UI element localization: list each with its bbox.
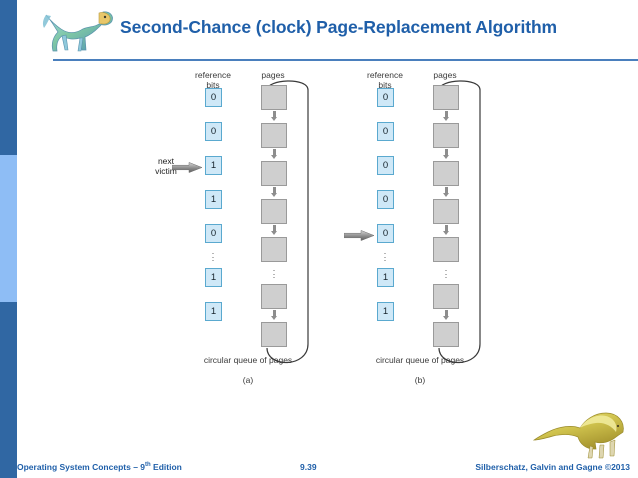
- queue-link-arrow-icon: [271, 187, 277, 199]
- dinosaur-icon: [41, 6, 119, 60]
- caption-circular-queue: circular queue of pages: [203, 355, 293, 365]
- footer-edition-text: Operating System Concepts – 9th Edition: [17, 462, 182, 472]
- reference-bit-box[interactable]: 0: [205, 224, 222, 243]
- ref-header-line2: bits: [206, 80, 220, 90]
- reference-bit-box[interactable]: 0: [205, 122, 222, 141]
- caption-panel-letter: (b): [414, 375, 426, 385]
- queue-link-arrow-icon: [443, 149, 449, 161]
- slide-footer: Operating System Concepts – 9th Edition …: [0, 402, 638, 478]
- column-header-pages: pages: [433, 70, 457, 80]
- column-header-pages: pages: [261, 70, 285, 80]
- next-victim-label: next victim: [145, 156, 187, 176]
- reference-bit-box[interactable]: 0: [377, 122, 394, 141]
- page-frame[interactable]: [261, 123, 287, 148]
- page-frame[interactable]: [433, 237, 459, 262]
- rail-segment-bottom: [0, 302, 17, 478]
- next-victim-arrow-icon: [343, 228, 375, 241]
- reference-bit-box-next-victim[interactable]: 1: [205, 156, 222, 175]
- page-title: Second-Chance (clock) Page-Replacement A…: [120, 17, 558, 37]
- rail-segment-top: [0, 0, 17, 155]
- diagram-panel-b: reference bits pages 0 0 0 0 0 ... 1 1 .: [322, 62, 572, 402]
- reference-bit-box[interactable]: 1: [205, 268, 222, 287]
- page-frame[interactable]: [261, 199, 287, 224]
- queue-link-arrow-icon: [443, 310, 449, 322]
- reference-bit-box[interactable]: 0: [377, 156, 394, 175]
- column-header-reference-bits: reference bits: [350, 70, 420, 90]
- queue-link-arrow-icon: [271, 310, 277, 322]
- ref-header-line2: bits: [378, 80, 392, 90]
- reference-bit-box[interactable]: 1: [377, 268, 394, 287]
- figure-second-chance-clock: reference bits pages 0 0 1 1 0 ... 1 1: [0, 62, 638, 402]
- reference-bit-box[interactable]: 1: [377, 302, 394, 321]
- queue-link-arrow-icon: [271, 149, 277, 161]
- footer-edition-tail: Edition: [150, 462, 182, 472]
- page-frame[interactable]: [433, 322, 459, 347]
- page-frame[interactable]: [261, 161, 287, 186]
- page-frames-ellipsis: ...: [272, 263, 276, 280]
- footer-edition-sup: th: [145, 462, 151, 469]
- next-victim-arrow-icon: [171, 160, 203, 173]
- reference-bit-box[interactable]: 1: [205, 190, 222, 209]
- reference-bits-ellipsis: ...: [211, 246, 215, 263]
- queue-link-arrow-icon: [443, 187, 449, 199]
- page-frame[interactable]: [261, 284, 287, 309]
- footer-edition-main: Operating System Concepts – 9: [17, 462, 146, 472]
- page-frame[interactable]: [433, 123, 459, 148]
- reference-bit-box-next-victim[interactable]: 0: [377, 224, 394, 243]
- reference-bit-box[interactable]: 0: [377, 190, 394, 209]
- page-frame[interactable]: [433, 199, 459, 224]
- page-frames-ellipsis: ...: [444, 263, 448, 280]
- footer-copyright: Silberschatz, Galvin and Gagne ©2013: [475, 462, 630, 472]
- page-frame[interactable]: [433, 161, 459, 186]
- diagram-panel-a: reference bits pages 0 0 1 1 0 ... 1 1: [150, 62, 400, 402]
- page-frame[interactable]: [433, 284, 459, 309]
- header-divider: [53, 59, 638, 61]
- slide-accent-rail: [0, 0, 17, 478]
- caption-panel-letter: (a): [242, 375, 254, 385]
- reference-bits-ellipsis: ...: [383, 246, 387, 263]
- page-frame[interactable]: [261, 237, 287, 262]
- dinosaur-icon: [530, 404, 626, 460]
- reference-bit-box[interactable]: 0: [205, 88, 222, 107]
- column-header-reference-bits: reference bits: [178, 70, 248, 90]
- next-victim-label-line2: victim: [155, 166, 177, 176]
- page-frame[interactable]: [261, 322, 287, 347]
- queue-link-arrow-icon: [443, 225, 449, 237]
- queue-link-arrow-icon: [443, 111, 449, 123]
- caption-circular-queue: circular queue of pages: [375, 355, 465, 365]
- slide-header: Second-Chance (clock) Page-Replacement A…: [17, 0, 638, 62]
- reference-bit-box[interactable]: 1: [205, 302, 222, 321]
- page-frame[interactable]: [261, 85, 287, 110]
- queue-link-arrow-icon: [271, 111, 277, 123]
- next-victim-label-line1: next: [157, 156, 175, 166]
- page-frame[interactable]: [433, 85, 459, 110]
- reference-bit-box[interactable]: 0: [377, 88, 394, 107]
- rail-segment-middle: [0, 155, 17, 302]
- queue-link-arrow-icon: [271, 225, 277, 237]
- ref-header-line1: reference: [367, 70, 403, 80]
- ref-header-line1: reference: [195, 70, 231, 80]
- slide-number: 9.39: [300, 462, 317, 472]
